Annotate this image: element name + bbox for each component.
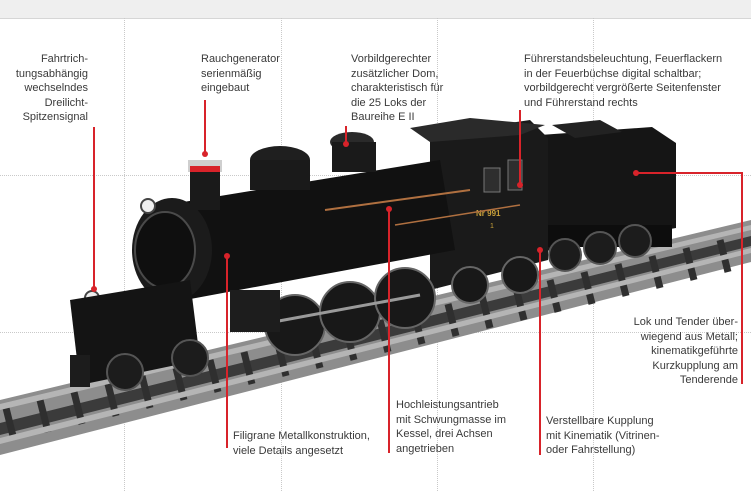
leader-drive <box>388 209 390 453</box>
callout-signal: Fahrtrich- tungsabhängig wechselndes Dre… <box>2 52 88 125</box>
callout-drive-line: angetrieben <box>396 442 455 455</box>
leader-smoke <box>204 100 206 154</box>
leader-dot-smoke <box>202 151 208 157</box>
callout-coupling-line: mit Kinematik (Vitrinen- <box>546 429 660 442</box>
leader-dot-dome <box>343 141 349 147</box>
leader-filigree <box>226 256 228 448</box>
leader-coupling <box>539 250 541 455</box>
callout-signal-line: Spitzensignal <box>22 111 88 123</box>
callout-signal-line: tungsabhängig <box>15 67 88 80</box>
callout-metal-line: Tenderende <box>679 374 738 386</box>
callout-metal-line: wiegend aus Metall; <box>640 330 738 343</box>
callout-dome-line: Vorbildgerechter <box>351 53 432 65</box>
callout-metal-line: Lok und Tender über- <box>633 316 738 328</box>
callout-coupling-line: oder Fahrstellung) <box>546 444 636 456</box>
callout-cab: Führerstandsbeleuchtung, Feuerflackern i… <box>524 52 722 110</box>
callout-cab-line: und Führerstand rechts <box>524 96 638 109</box>
leader-dot-drive <box>386 206 392 212</box>
callout-signal-line: Dreilicht- <box>44 96 88 109</box>
callout-dome-line: die 25 Loks der <box>351 96 427 109</box>
leader-metal-h <box>637 172 742 174</box>
callout-dome-line: charakteristisch für <box>351 82 444 94</box>
callout-signal-line: wechselndes <box>24 82 88 94</box>
loco-small-mark: 1 <box>490 223 494 230</box>
leader-dot-filigree <box>224 253 230 259</box>
callout-smoke-line: Rauchgenerator <box>201 53 280 65</box>
callout-metal-line: kinematikgeführte <box>651 345 738 357</box>
tender <box>540 120 676 272</box>
callout-filigree-line: viele Details angesetzt <box>233 444 344 457</box>
callout-drive-line: mit Schwungmasse im <box>396 413 507 426</box>
leader-dot-metal <box>633 170 639 176</box>
loco-number: Nr 991 <box>476 209 501 218</box>
running-gear <box>70 256 539 391</box>
leader-signal <box>93 127 95 289</box>
callout-drive-line: Hochleistungsantrieb <box>396 399 499 411</box>
callout-metal-line: Kurzkupplung am <box>652 359 738 372</box>
callout-cab-line: in der Feuerbüchse digital schaltbar; <box>524 67 702 80</box>
callout-drive: Hochleistungsantrieb mit Schwungmasse im… <box>396 398 506 456</box>
callout-filigree: Filigrane Metallkonstruktion, viele Deta… <box>233 429 370 458</box>
callout-coupling-line: Verstellbare Kupplung <box>546 415 654 427</box>
leader-dome <box>345 126 347 144</box>
boiler <box>84 132 521 317</box>
callout-cab-line: vorbildgerecht vergrößerte Seitenfenster <box>524 82 721 94</box>
callout-smoke-line: eingebaut <box>201 82 250 94</box>
callout-dome-line: Baureihe E II <box>351 111 415 123</box>
top-frame-bar <box>0 0 751 19</box>
leader-dot-coupling <box>537 247 543 253</box>
cab: Nr 991 1 <box>410 118 548 290</box>
leader-cab <box>519 110 521 185</box>
callout-drive-line: Kessel, drei Achsen <box>396 428 493 440</box>
leader-dot-cab <box>517 182 523 188</box>
callout-metal: Lok und Tender über- wiegend aus Metall;… <box>600 315 738 388</box>
leader-metal-v <box>741 172 743 384</box>
callout-smoke-line: serienmäßig <box>201 67 262 80</box>
callout-filigree-line: Filigrane Metallkonstruktion, <box>233 430 370 442</box>
callout-coupling: Verstellbare Kupplung mit Kinematik (Vit… <box>546 414 660 458</box>
callout-cab-line: Führerstandsbeleuchtung, Feuerflackern <box>524 53 723 65</box>
callout-signal-line: Fahrtrich- <box>40 53 88 65</box>
leader-dot-signal <box>91 286 97 292</box>
callout-dome: Vorbildgerechter zusätzlicher Dom, chara… <box>351 52 443 125</box>
callout-smoke: Rauchgenerator serienmäßig eingebaut <box>201 52 280 96</box>
callout-dome-line: zusätzlicher Dom, <box>351 67 439 80</box>
